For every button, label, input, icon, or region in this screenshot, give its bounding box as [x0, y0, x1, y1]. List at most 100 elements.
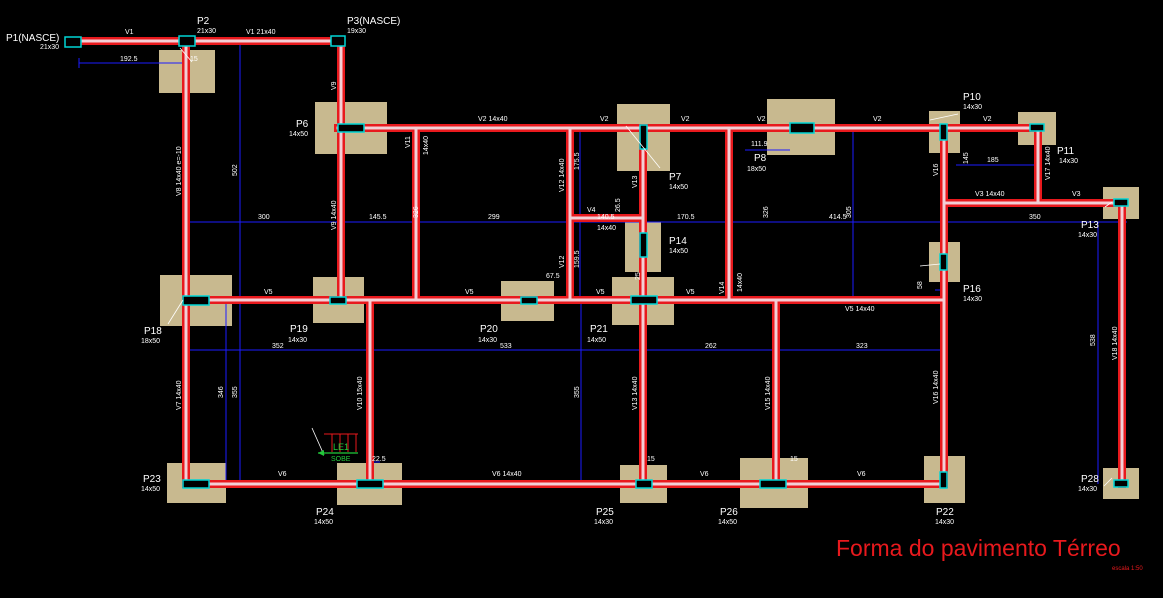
dimension-text: 22.5: [372, 456, 386, 463]
beam-label: V16 14x40: [933, 370, 940, 404]
beam-label: V5: [596, 289, 605, 296]
pillar-p22: [939, 471, 948, 489]
pillar-size-p23: 14x50: [141, 486, 160, 493]
beam-label: V5 14x40: [845, 306, 875, 313]
stair-label: LE1: [333, 442, 349, 452]
dimension-texts: 192.5 15 502 300 145.5 326 299 175.5 140…: [120, 56, 1097, 463]
pillar-label-p6: P6: [296, 119, 309, 130]
pillar-label-p16: P16: [963, 284, 981, 295]
pillar-p20: [520, 296, 538, 305]
pillar-label-p21: P21: [590, 324, 608, 335]
pillar-p8: [789, 122, 815, 134]
pillar-label-p14: P14: [669, 236, 687, 247]
beam-label: V2: [681, 116, 690, 123]
pillar-size-p21: 14x50: [587, 337, 606, 344]
pillar-label-p11: P11: [1057, 146, 1074, 157]
stair-arrowhead-icon: [318, 450, 324, 456]
pillar-size-p20: 14x30: [478, 337, 497, 344]
beam-label: 14x40: [597, 225, 616, 232]
dimension-text: 145.5: [369, 214, 387, 221]
beam-label: V14: [719, 281, 726, 294]
beam-label: 14x40: [737, 273, 744, 292]
dimension-text: 15: [790, 456, 798, 463]
pillar-label-p3: P3(NASCE): [347, 16, 400, 27]
pillar-size-p14: 14x50: [669, 248, 688, 255]
pillar-label-p23: P23: [143, 474, 161, 485]
beam-label: V3: [1072, 191, 1081, 198]
pillar-p3: [330, 35, 346, 47]
dimension-text: 262: [705, 343, 717, 350]
pillars-layer: [64, 35, 1129, 489]
pillar-size-p3: 19x30: [347, 28, 366, 35]
beam-label: V16: [933, 163, 940, 176]
beam-label: V1: [125, 29, 134, 36]
pillar-size-p11: 14x30: [1059, 158, 1078, 165]
pillar-label-p19: P19: [290, 324, 308, 335]
beam-label: V12 14x40: [559, 158, 566, 192]
dimension-text: 67.5: [546, 273, 560, 280]
dimension-text: 355: [232, 386, 239, 398]
dimension-text: 58: [917, 281, 924, 289]
beam-label: 14x40: [423, 136, 430, 155]
dimension-text: 326: [763, 206, 770, 218]
dimension-text: 414.5: [829, 214, 847, 221]
beam-label: V7 14x40: [176, 380, 183, 410]
dimension-text: 25: [635, 272, 642, 280]
pillar-label-p18: P18: [144, 326, 162, 337]
pillar-p19: [329, 296, 347, 305]
beam-label: V2 14x40: [478, 116, 508, 123]
dimension-text: 145: [963, 152, 970, 164]
dimension-text: 15: [647, 456, 655, 463]
beam-label: V9 14x40: [331, 200, 338, 230]
pillar-label-p24: P24: [316, 507, 334, 518]
beam-label: V6: [278, 471, 287, 478]
beam-label: V18 14x40: [1112, 326, 1119, 360]
dimension-text: 346: [218, 386, 225, 398]
beam-label: V4: [587, 207, 596, 214]
beam-label: V2: [600, 116, 609, 123]
beam-label: V5: [264, 289, 273, 296]
pillar-p26: [759, 479, 787, 489]
pillar-size-p10: 14x30: [963, 104, 982, 111]
pillar-p18: [182, 295, 210, 306]
pillar-p21: [630, 295, 658, 305]
pillar-label-p26: P26: [720, 507, 738, 518]
pillar-labels: P1(NASCE) 21x30 P2 21x30 P3(NASCE) 19x30…: [6, 16, 1099, 526]
beam-label: V17 14x40: [1045, 146, 1052, 180]
pillar-label-p25: P25: [596, 507, 614, 518]
pillar-size-p8: 18x50: [747, 166, 766, 173]
pillar-p28: [1113, 479, 1129, 488]
beam-label: V2: [757, 116, 766, 123]
pillar-p6: [337, 123, 365, 133]
pillar-size-p16: 14x30: [963, 296, 982, 303]
pillar-size-p7: 14x50: [669, 184, 688, 191]
pillar-label-p1: P1(NASCE): [6, 33, 59, 44]
beam-label: V3 14x40: [975, 191, 1005, 198]
beam-label: V2: [873, 116, 882, 123]
dimension-text: 299: [488, 214, 500, 221]
pillar-label-p2: P2: [197, 16, 210, 27]
pillar-p10: [939, 123, 948, 141]
pillar-label-p10: P10: [963, 92, 981, 103]
pillar-p2: [178, 35, 196, 47]
beam-label: V6 14x40: [492, 471, 522, 478]
pillar-label-p20: P20: [480, 324, 498, 335]
pillar-label-p7: P7: [669, 172, 682, 183]
pillar-p16: [939, 253, 948, 271]
pillar-size-p1: 21x30: [40, 44, 59, 51]
beam-label: V8 14x40 e=-10: [176, 146, 183, 196]
beam-label: V13: [632, 175, 639, 188]
beam-label: V5: [465, 289, 474, 296]
pillar-size-p25: 14x30: [594, 519, 613, 526]
beam-label: V9: [331, 81, 338, 90]
dimension-text: 159.5: [574, 250, 581, 268]
pillar-label-p8: P8: [754, 153, 767, 164]
pillar-p25: [635, 479, 653, 489]
pillar-p23: [182, 479, 210, 489]
pillar-p1: [64, 36, 82, 48]
pillar-size-p2: 21x30: [197, 28, 216, 35]
pillar-p14: [639, 232, 648, 258]
dimension-text: 111.9: [751, 141, 768, 148]
dimension-text: 192.5: [120, 56, 138, 63]
dimension-text: 175.5: [574, 152, 581, 170]
